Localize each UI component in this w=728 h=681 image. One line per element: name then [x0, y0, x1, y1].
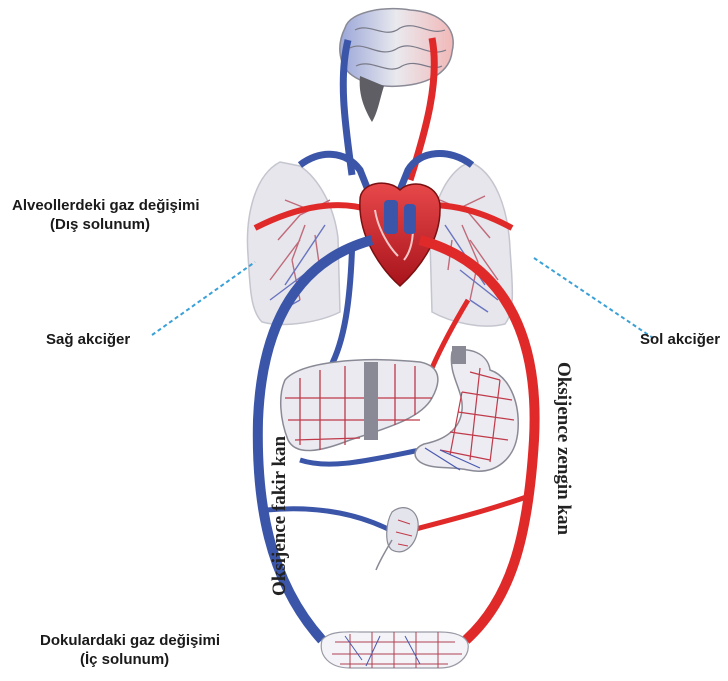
oxygen-rich-label: Oksijence zengin kan — [553, 362, 574, 536]
tissue-capillary-bed — [321, 632, 468, 668]
tissue-exchange-title: Dokulardaki gaz değişimi — [40, 632, 220, 649]
heart — [360, 183, 440, 286]
alveolar-exchange-title: Alveollerdeki gaz değişimi — [12, 197, 200, 214]
left-lung-label: Sol akciğer — [640, 331, 720, 348]
left-lung-leader — [534, 258, 656, 340]
liver — [281, 360, 438, 451]
renal-artery — [412, 495, 532, 530]
alveolar-exchange-subtitle: (Dış solunum) — [50, 216, 150, 233]
right-lung-label: Sağ akciğer — [46, 331, 130, 348]
kidney — [376, 508, 418, 570]
portal-vein — [300, 450, 420, 464]
stomach — [415, 346, 518, 471]
right-lung-leader — [152, 262, 255, 335]
tissue-exchange-subtitle: (İç solunum) — [80, 651, 169, 668]
oxygen-poor-label: Oksijence fakir kan — [269, 435, 290, 596]
